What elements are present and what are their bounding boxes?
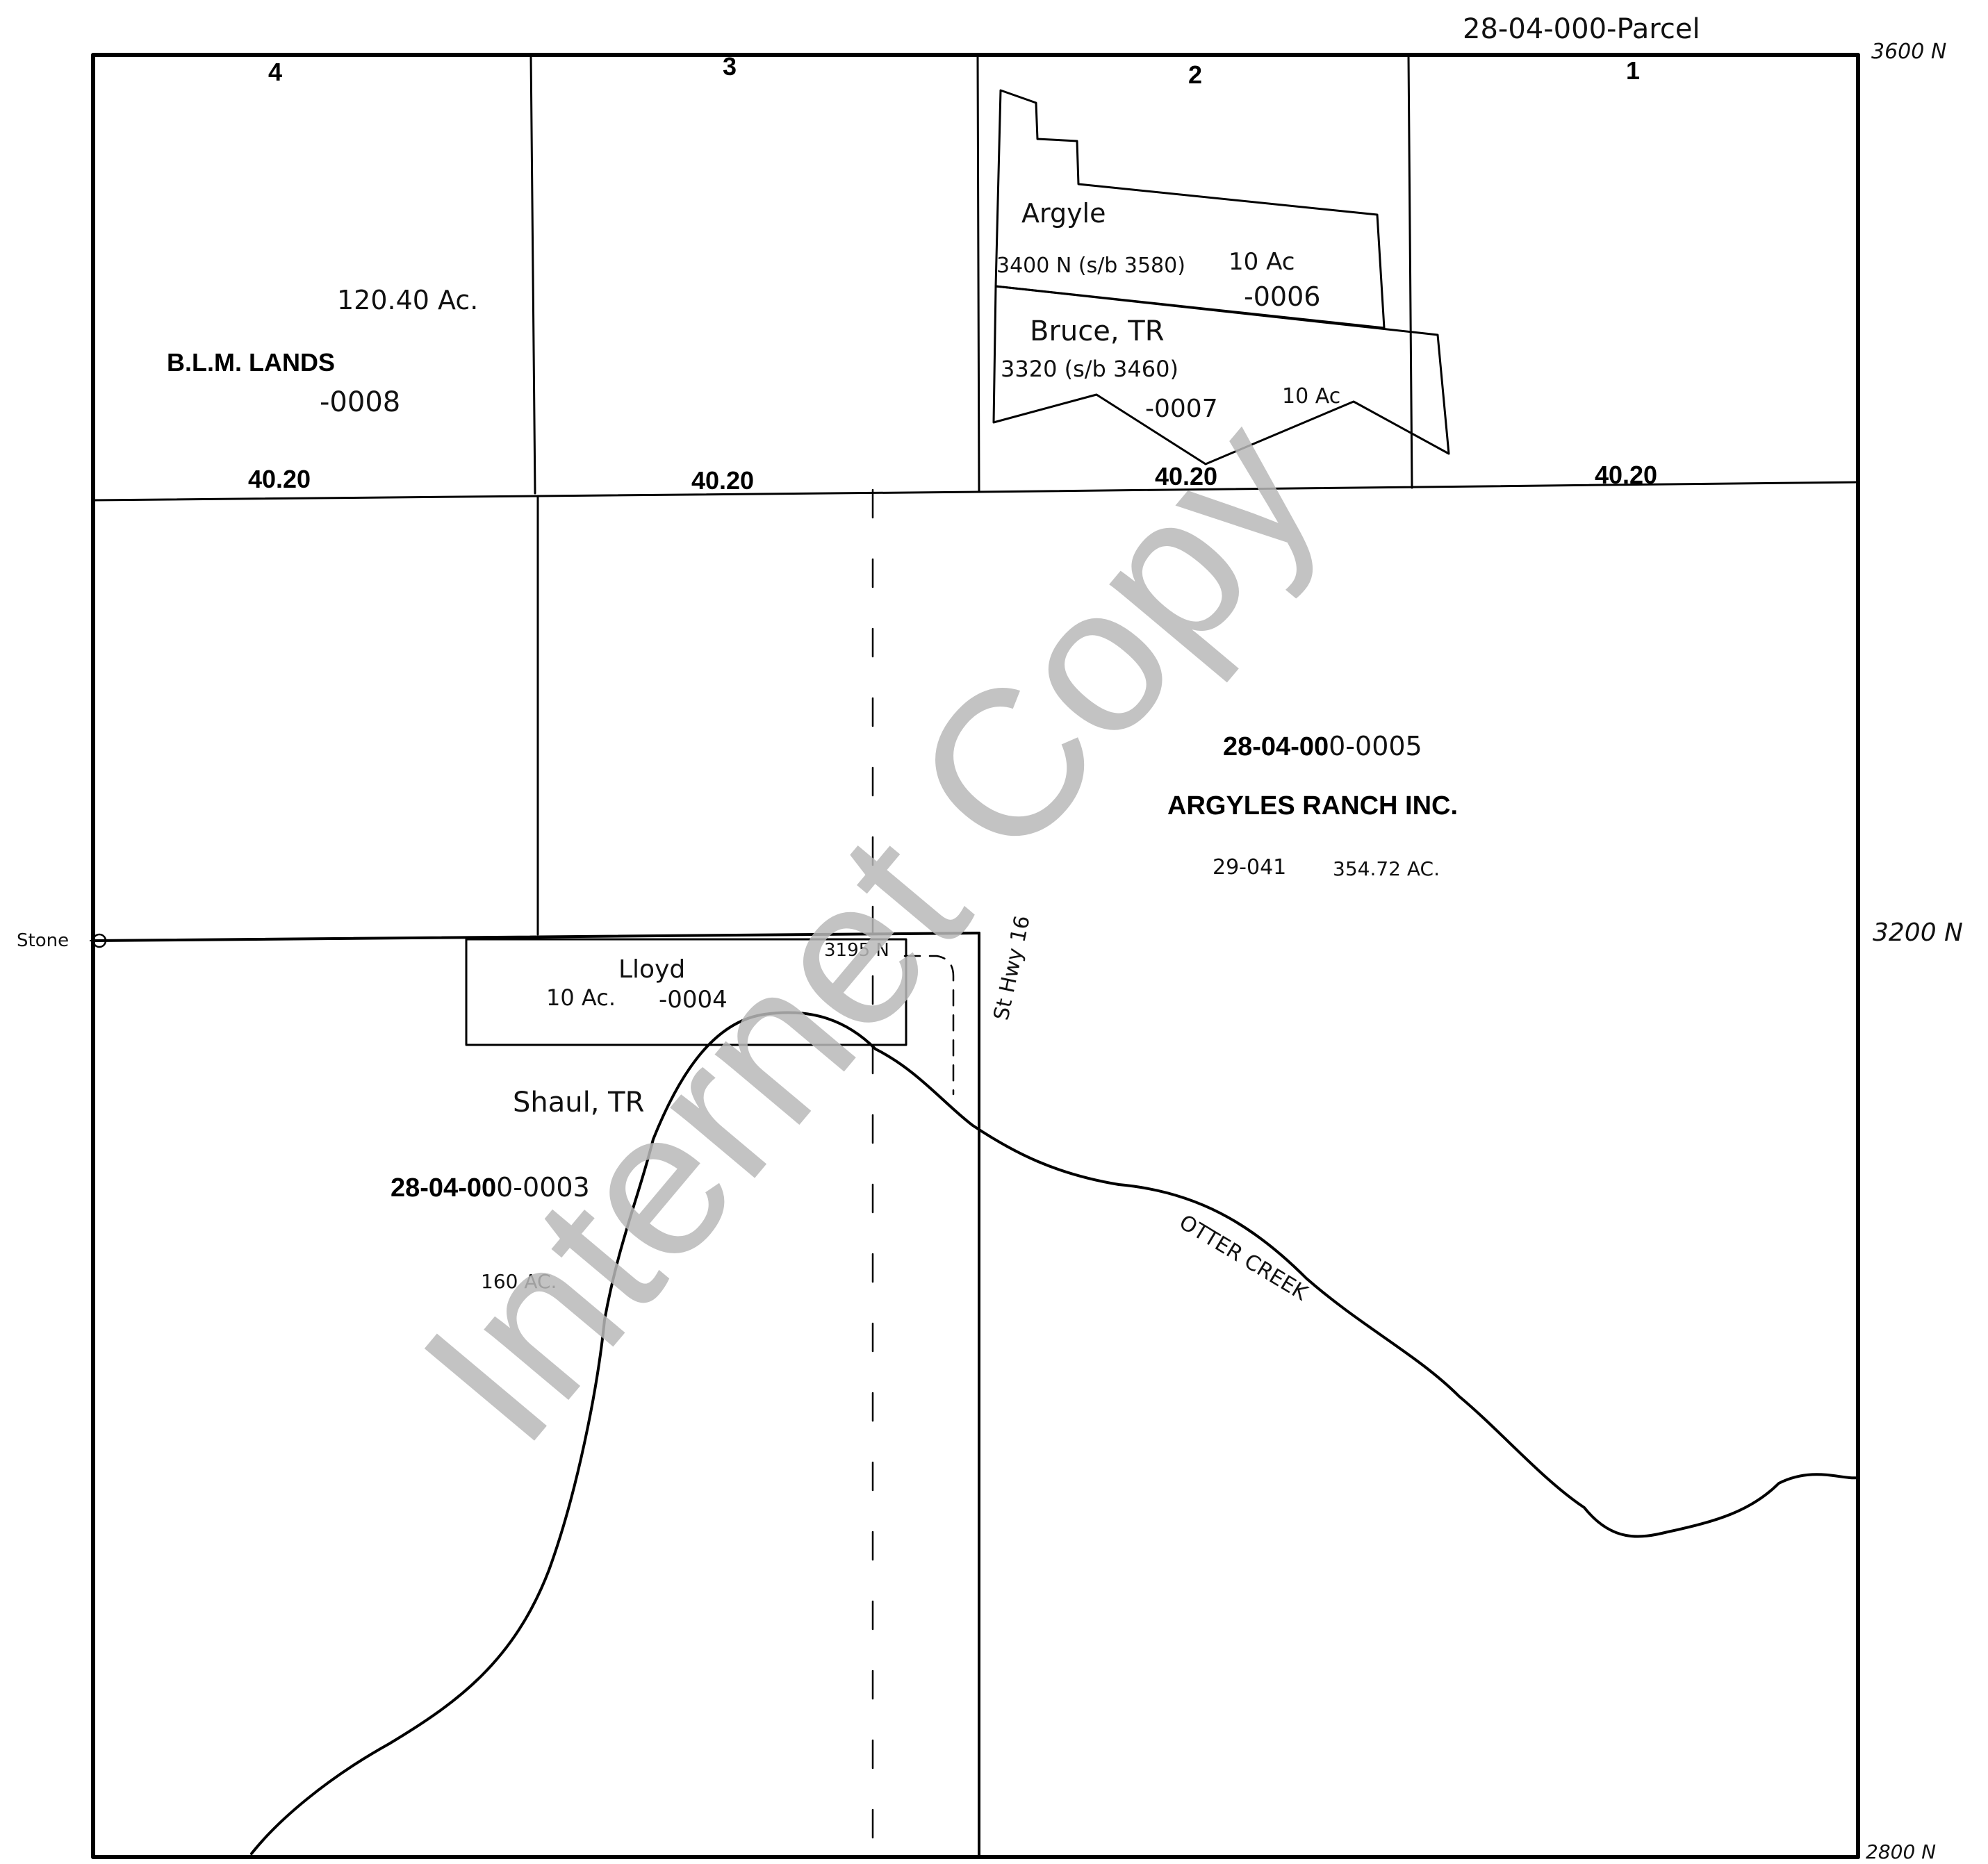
lloyd-acreage: 10 Ac. xyxy=(546,984,616,1011)
north-3200-label: 3200 N xyxy=(1873,918,1963,947)
bruce-address: 3320 (s/b 3460) xyxy=(1001,356,1178,382)
lot-divider-2-1 xyxy=(1407,53,1413,489)
lot-3-acreage: 40.20 xyxy=(691,466,754,495)
argyle-owner: Argyle xyxy=(1021,198,1106,229)
argyle-address: 3400 N (s/b 3580) xyxy=(996,254,1185,278)
argyles-ranch-number-printed: 28-04-00 xyxy=(1223,732,1329,761)
lots-southern-line xyxy=(92,481,1859,502)
lloyd-parcel-outline xyxy=(465,938,907,1046)
section-boundary xyxy=(91,53,1860,1859)
shaul-owner: Shaul, TR xyxy=(513,1087,644,1119)
lot-4-number: 4 xyxy=(268,58,282,86)
bruce-acreage: 10 Ac xyxy=(1282,384,1340,409)
shaul-acreage: 160 AC. xyxy=(481,1270,557,1293)
lloyd-address: 3195 N xyxy=(824,940,889,961)
lot-1-number: 1 xyxy=(1626,56,1640,85)
north-2800-label: 2800 N xyxy=(1866,1840,1936,1863)
parcel-series-label: 28-04-000-Parcel xyxy=(1463,13,1700,45)
shaul-number-hand: 0-0003 xyxy=(496,1172,590,1203)
quarter-line xyxy=(92,932,980,942)
blm-acreage: 120.40 Ac. xyxy=(337,285,478,315)
blm-parcel-suffix: -0008 xyxy=(320,386,400,418)
argyles-ranch-owner: ARGYLES RANCH INC. xyxy=(1167,791,1458,820)
lot-1-acreage: 40.20 xyxy=(1595,461,1657,489)
lot-2-number: 2 xyxy=(1188,60,1202,89)
shaul-parcel-number: 28-04-000-0003 xyxy=(391,1172,590,1203)
otter-creek-label: OTTER CREEK xyxy=(1175,1210,1313,1306)
stone-label: Stone xyxy=(17,930,69,951)
lot-3-number: 3 xyxy=(723,52,737,81)
argyles-ranch-number-hand: 0-0005 xyxy=(1329,731,1422,761)
argyles-ranch-acreage: 354.72 AC. xyxy=(1333,857,1440,880)
otter-creek xyxy=(250,1011,1859,1855)
lloyd-parcel-suffix: -0004 xyxy=(659,986,728,1014)
lot-divider-4-3 xyxy=(529,53,536,495)
lloyd-owner: Lloyd xyxy=(618,955,685,984)
shaul-number-printed: 28-04-00 xyxy=(391,1173,496,1203)
argyles-ranch-parcel-number: 28-04-000-0005 xyxy=(1223,731,1422,761)
bruce-owner: Bruce, TR xyxy=(1030,315,1165,347)
bruce-parcel-outline xyxy=(992,285,1450,465)
bruce-parcel-suffix: -0007 xyxy=(1145,395,1218,423)
argyle-parcel-suffix: -0006 xyxy=(1244,281,1320,312)
lot-4-acreage: 40.20 xyxy=(248,465,311,493)
lot-2-acreage: 40.20 xyxy=(1155,462,1217,490)
highway-line xyxy=(903,955,955,1096)
argyles-ranch-code: 29-041 xyxy=(1213,855,1286,880)
lot-divider-3-2 xyxy=(976,53,980,493)
blm-owner: B.L.M. LANDS xyxy=(167,348,335,377)
argyle-acreage: 10 Ac xyxy=(1229,248,1295,276)
north-3600-label: 3600 N xyxy=(1871,40,1946,64)
internet-copy-watermark: Internet Copy xyxy=(377,375,1361,1485)
